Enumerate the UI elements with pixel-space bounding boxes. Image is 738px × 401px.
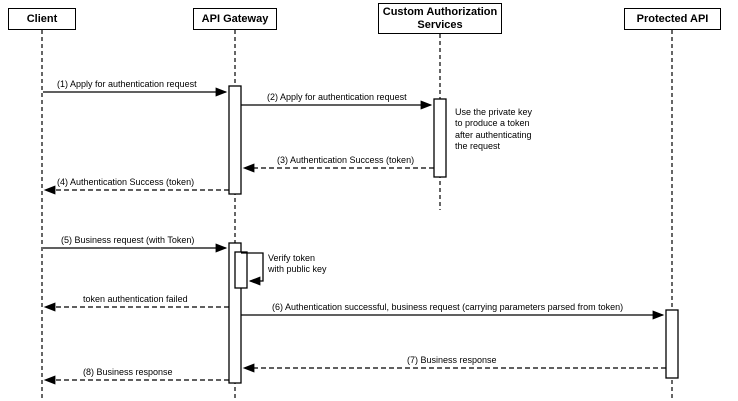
- message-label-token-failed: token authentication failed: [83, 294, 188, 304]
- self-message-arrow-verify-token: [241, 252, 264, 286]
- actor-box-api-gateway: API Gateway: [193, 8, 277, 30]
- message-label-5: (5) Business request (with Token): [61, 235, 195, 245]
- message-label-6: (6) Authentication successful, business …: [272, 302, 624, 312]
- message-label-7: (7) Business response: [407, 355, 497, 365]
- message-label-4: (4) Authentication Success (token): [57, 177, 195, 187]
- activation-api-gateway-verify: [234, 251, 248, 289]
- message-label-8: (8) Business response: [83, 367, 173, 377]
- actor-label-protected-api: Protected API: [636, 12, 709, 25]
- actor-box-client: Client: [8, 8, 76, 30]
- message-label-3: (3) Authentication Success (token): [277, 155, 415, 165]
- activation-custom-auth: [433, 98, 447, 178]
- actor-label-client: Client: [26, 12, 58, 25]
- actor-label-custom-auth: Custom Authorization Services: [382, 5, 498, 31]
- actor-label-api-gateway: API Gateway: [201, 12, 269, 25]
- actor-box-protected-api: Protected API: [624, 8, 721, 30]
- note-private-key: Use the private key to produce a token a…: [455, 107, 533, 151]
- message-label-2: (2) Apply for authentication request: [267, 92, 407, 102]
- message-label-1: (1) Apply for authentication request: [57, 79, 197, 89]
- actor-box-custom-auth: Custom Authorization Services: [378, 3, 502, 34]
- activation-protected-api: [665, 309, 679, 379]
- activation-api-gateway-auth: [228, 85, 242, 195]
- self-message-label-verify-token: Verify token with public key: [268, 253, 327, 275]
